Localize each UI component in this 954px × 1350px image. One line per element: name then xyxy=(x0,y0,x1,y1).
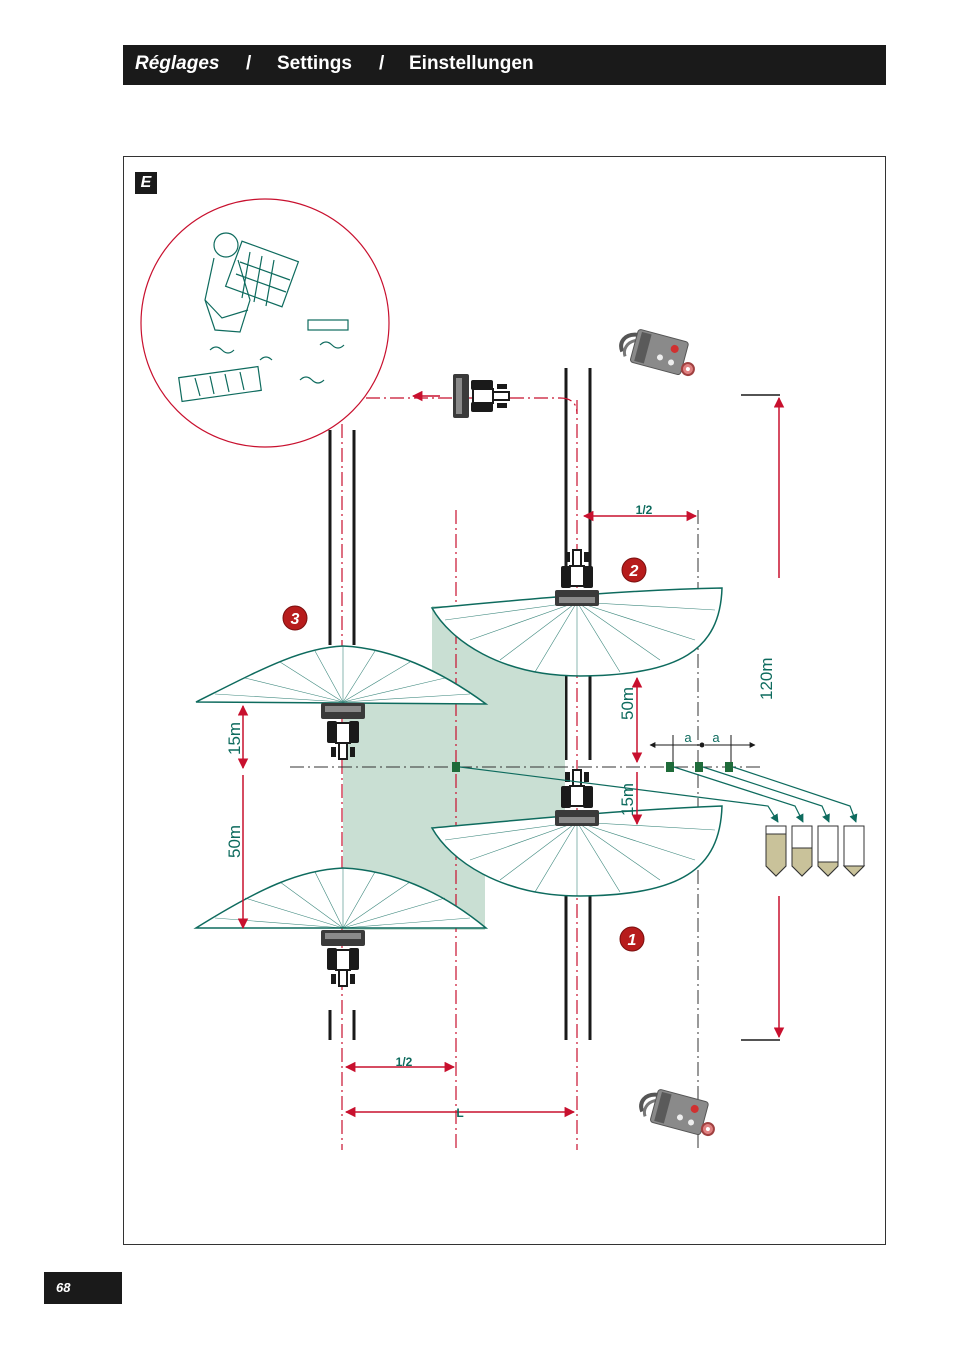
svg-text:3: 3 xyxy=(291,611,300,628)
distance-15-mid-label: 15m xyxy=(618,783,637,816)
pass-badge-2: 2 xyxy=(621,557,647,583)
control-box-icon xyxy=(635,1083,723,1141)
dimension-arrows xyxy=(237,396,785,1118)
title-de: Einstellungen xyxy=(409,53,534,74)
header-bar: Réglages / Settings / Einstellungen xyxy=(123,45,886,85)
operator-illustration xyxy=(140,198,390,448)
title-fr: Réglages xyxy=(135,53,220,74)
distance-15-left-label: 15m xyxy=(225,722,244,755)
page-number: 68 xyxy=(44,1272,122,1304)
distance-50-left-label: 50m xyxy=(225,825,244,858)
tractor-icon xyxy=(554,549,600,607)
title-sep-1: / xyxy=(246,53,252,74)
pass-badge-3: 3 xyxy=(282,605,308,631)
spacing-arrows xyxy=(649,735,756,762)
half-label-top: 1/2 xyxy=(636,503,653,517)
figure-label: E xyxy=(135,172,157,194)
control-box-icon xyxy=(615,323,703,381)
spread-rays xyxy=(214,601,716,929)
spacing-a-label: a xyxy=(712,730,720,745)
title-sep-2: / xyxy=(379,53,385,74)
distance-120-label: 120m xyxy=(757,657,776,700)
svg-text:1: 1 xyxy=(628,932,637,949)
tray-to-tube-arrows xyxy=(459,766,858,823)
tractor-icon xyxy=(320,929,366,987)
tractor-icon xyxy=(452,373,510,419)
svg-text:2: 2 xyxy=(629,563,639,580)
distance-50-mid-label: 50m xyxy=(618,687,637,720)
figure-frame xyxy=(123,156,886,1245)
half-label-bottom: 1/2 xyxy=(396,1055,413,1069)
graduated-tube-icon xyxy=(765,825,866,877)
tramlines xyxy=(328,368,780,1041)
title-en: Settings xyxy=(277,53,352,74)
pass-badge-1: 1 xyxy=(619,926,645,952)
spacing-a-label: a xyxy=(684,730,692,745)
collection-tray-icon xyxy=(452,762,733,772)
width-label: L xyxy=(456,1106,463,1120)
